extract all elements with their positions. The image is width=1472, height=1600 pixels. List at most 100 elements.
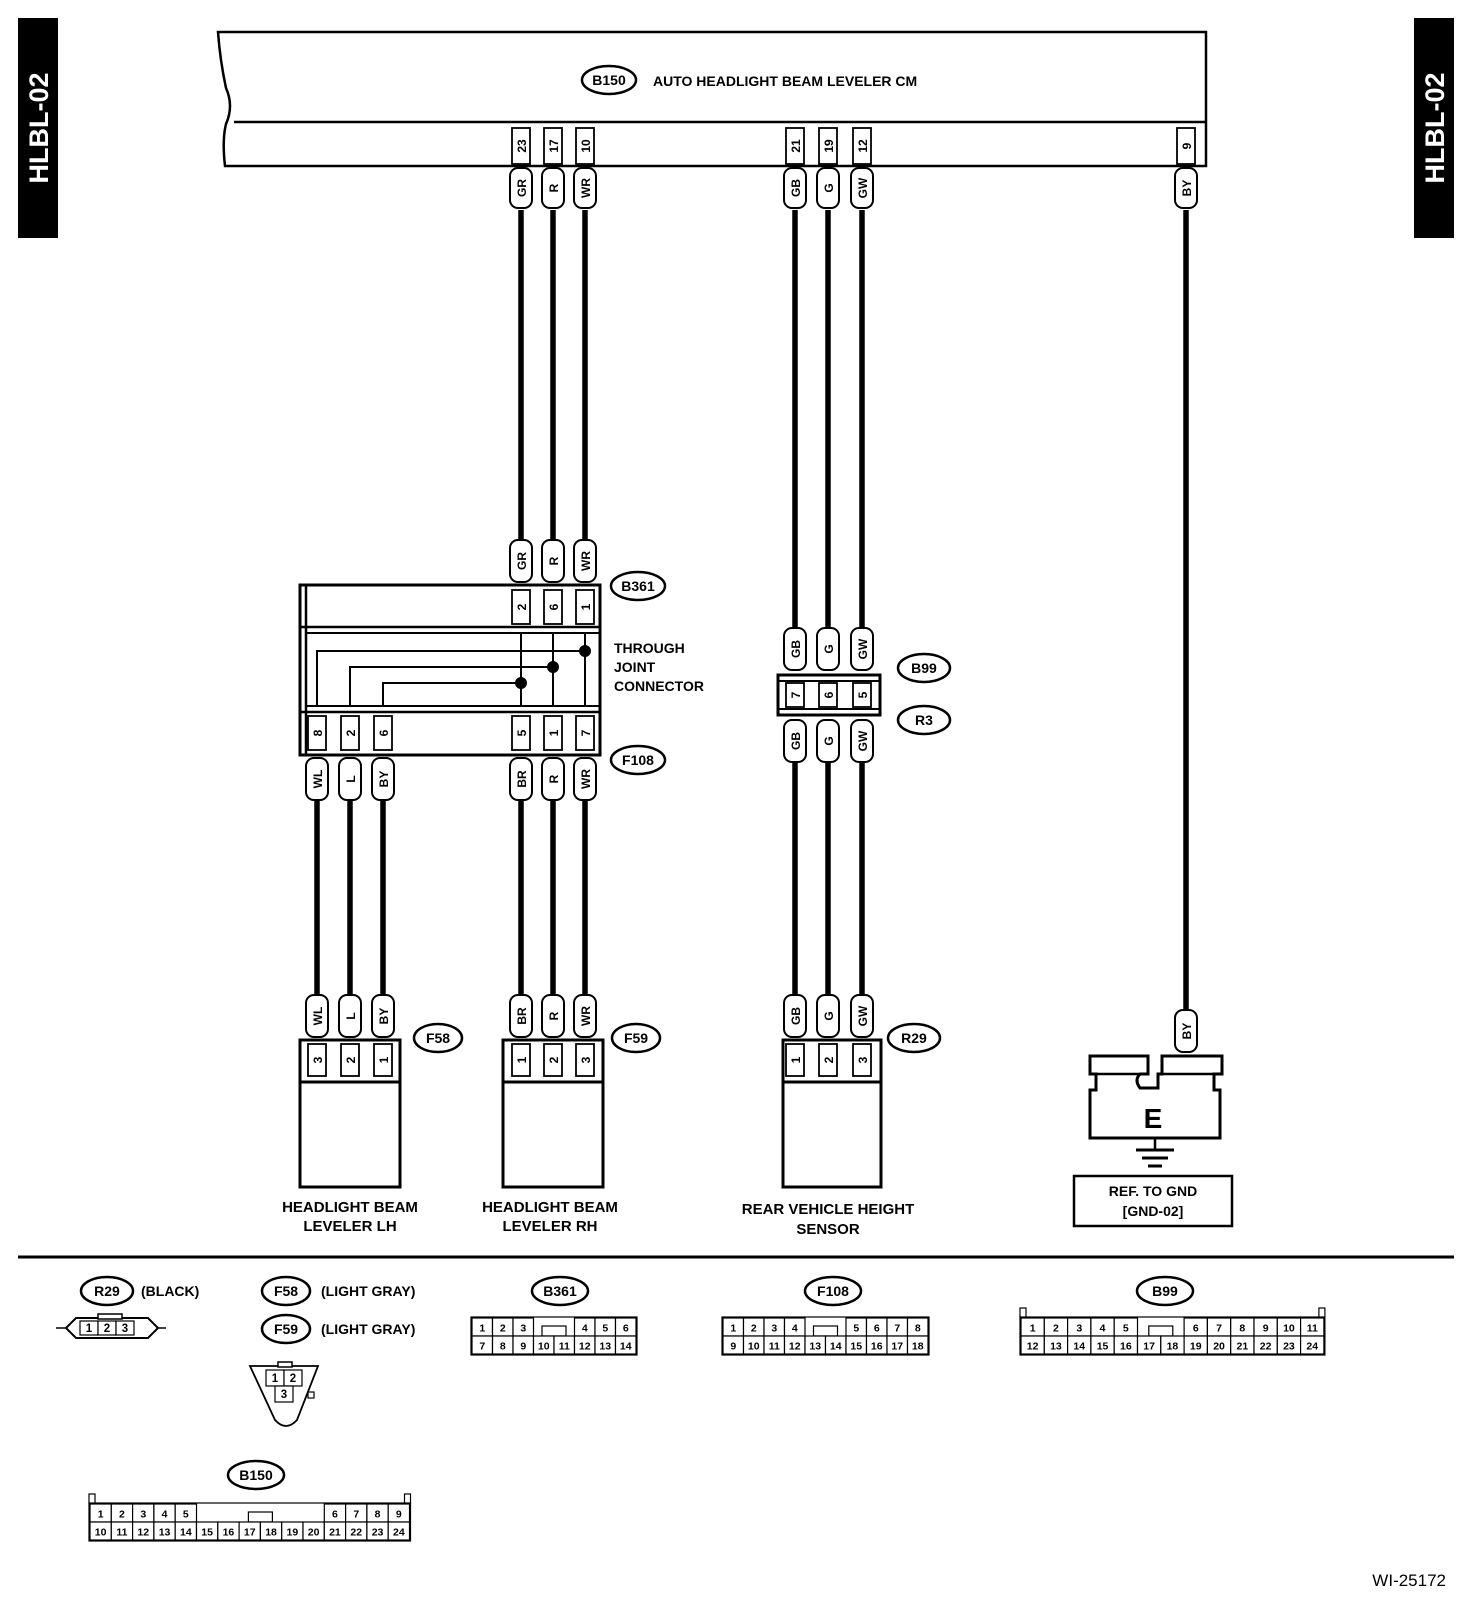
pin-grid-key bbox=[541, 1325, 567, 1337]
wire-color-label: L bbox=[344, 775, 358, 782]
pin-label: 10 bbox=[95, 1527, 107, 1539]
face-r29: R29 (BLACK) 1 2 3 bbox=[56, 1275, 199, 1339]
f108-pin-number: 2 bbox=[344, 729, 358, 736]
wire-color-label: L bbox=[344, 1012, 358, 1019]
device-pin-number: 3 bbox=[579, 1056, 593, 1063]
control-module-name: AUTO HEADLIGHT BEAM LEVELER CM bbox=[653, 73, 917, 89]
pin-label: 2 bbox=[119, 1509, 125, 1521]
wire-color-label: GB bbox=[789, 1007, 803, 1025]
wire-color-label: R bbox=[547, 556, 561, 565]
pin-label: 16 bbox=[223, 1527, 235, 1539]
b99-pin-number: 7 bbox=[789, 691, 803, 698]
pin-label: 24 bbox=[1306, 1341, 1318, 1353]
pin-label: 14 bbox=[180, 1527, 192, 1539]
face-f59-color: (LIGHT GRAY) bbox=[321, 1321, 415, 1337]
device-name-line2: SENSOR bbox=[796, 1221, 860, 1238]
pin-label: 11 bbox=[1307, 1323, 1318, 1335]
face-r29-pin: 1 bbox=[86, 1323, 93, 1335]
pin-label: 15 bbox=[1097, 1341, 1109, 1353]
pin-label: 19 bbox=[1190, 1341, 1202, 1353]
pin-cell bbox=[906, 1335, 929, 1355]
pin-label: 1 bbox=[1030, 1323, 1036, 1335]
wire-color-label: GB bbox=[789, 179, 803, 197]
pin-grid-key bbox=[1148, 1325, 1174, 1337]
pin-label: 10 bbox=[538, 1341, 550, 1353]
module-pin: 19 G bbox=[816, 127, 840, 209]
module-pin-number: 12 bbox=[856, 139, 870, 153]
figure-id: WI-25172 bbox=[1372, 1571, 1446, 1590]
pin-label: 6 bbox=[874, 1323, 880, 1335]
pin-label: 4 bbox=[162, 1509, 168, 1521]
pin-label: 3 bbox=[140, 1509, 146, 1521]
pin-label: 17 bbox=[244, 1527, 256, 1539]
face-f59-pin: 2 bbox=[290, 1373, 296, 1385]
pin-label: 21 bbox=[1237, 1341, 1249, 1353]
b361-pin-number: 2 bbox=[515, 603, 529, 610]
face-b99-id: B99 bbox=[1152, 1283, 1178, 1299]
page-tag-left: HLBL-02 bbox=[18, 18, 58, 238]
pin-label: 7 bbox=[894, 1323, 900, 1335]
pin-label: 13 bbox=[159, 1527, 171, 1539]
joint-label-line2: JOINT bbox=[614, 659, 656, 675]
wire-color-label: GW bbox=[856, 730, 870, 751]
module-pins: 23 GR 17 R 10 WR 21 GB 19 G bbox=[509, 127, 1198, 209]
control-module-connector-id: B150 bbox=[592, 72, 626, 88]
pin-label: 12 bbox=[579, 1341, 591, 1353]
device-leveler-lh: WL L BY 3 2 1 F58 HEADLIGHT BEAM LEVELER… bbox=[282, 994, 464, 1235]
pin-label: 8 bbox=[915, 1323, 921, 1335]
pin-label: 22 bbox=[1260, 1341, 1272, 1353]
module-pin: 12 GW bbox=[850, 127, 874, 209]
face-f59-pin: 1 bbox=[272, 1373, 279, 1385]
wire-color-label: GR bbox=[515, 179, 529, 197]
pin-label: 1 bbox=[730, 1323, 736, 1335]
pin-cell bbox=[387, 1521, 411, 1541]
joint-label-line3: CONNECTOR bbox=[614, 678, 704, 694]
device-name-line1: REAR VEHICLE HEIGHT bbox=[742, 1201, 915, 1218]
pin-label: 6 bbox=[623, 1323, 629, 1335]
pin-label: 9 bbox=[1263, 1323, 1269, 1335]
b99-pin-number: 6 bbox=[822, 691, 836, 698]
pin-label: 23 bbox=[372, 1527, 384, 1539]
f108-pin-number: 6 bbox=[377, 729, 391, 736]
ground-symbol-letter: E bbox=[1144, 1103, 1163, 1134]
device-connector-id: R29 bbox=[901, 1030, 927, 1046]
module-pin: 23 GR bbox=[509, 127, 533, 209]
wire-color-label: GW bbox=[856, 177, 870, 198]
pin-label: 11 bbox=[559, 1341, 570, 1353]
f108-connector-id: F108 bbox=[622, 752, 654, 768]
pin-label: 3 bbox=[520, 1323, 526, 1335]
ground-ref-line2: [GND-02] bbox=[1123, 1203, 1184, 1219]
pin-label: 9 bbox=[396, 1509, 402, 1521]
pin-label: 4 bbox=[582, 1323, 588, 1335]
wire-color-label: WR bbox=[579, 551, 593, 571]
wire-color-label: WR bbox=[579, 1006, 593, 1026]
pin-label: 14 bbox=[1073, 1341, 1085, 1353]
pin-label: 24 bbox=[393, 1527, 405, 1539]
f108-pin-number: 1 bbox=[547, 729, 561, 736]
pin-label: 5 bbox=[183, 1509, 189, 1521]
device-pin-number: 3 bbox=[311, 1056, 325, 1063]
pin-label: 20 bbox=[308, 1527, 320, 1539]
b99-pin-number: 5 bbox=[856, 691, 870, 698]
pin-label: 6 bbox=[1193, 1323, 1199, 1335]
pin-label: 13 bbox=[1050, 1341, 1062, 1353]
pin-label: 5 bbox=[1123, 1323, 1129, 1335]
wire-color-label: BR bbox=[515, 1007, 529, 1025]
pin-label: 2 bbox=[1053, 1323, 1059, 1335]
face-f58-id: F58 bbox=[274, 1283, 298, 1299]
pin-label: 1 bbox=[479, 1323, 485, 1335]
through-joint-connector: THROUGH JOINT CONNECTOR GR R WR 2 6 1 B3… bbox=[298, 539, 704, 801]
wires bbox=[314, 210, 1189, 1012]
pin-grid-tab bbox=[88, 1493, 96, 1504]
pin-label: 7 bbox=[479, 1341, 485, 1353]
pin-label: 3 bbox=[1076, 1323, 1082, 1335]
wire-color-label: G bbox=[822, 183, 836, 192]
wire-color-label: GW bbox=[856, 1005, 870, 1026]
device-pin-number: 3 bbox=[856, 1056, 870, 1063]
pin-grid-tab bbox=[403, 1493, 412, 1504]
wire-color-label: WR bbox=[579, 178, 593, 198]
face-r29-id: R29 bbox=[94, 1283, 120, 1299]
